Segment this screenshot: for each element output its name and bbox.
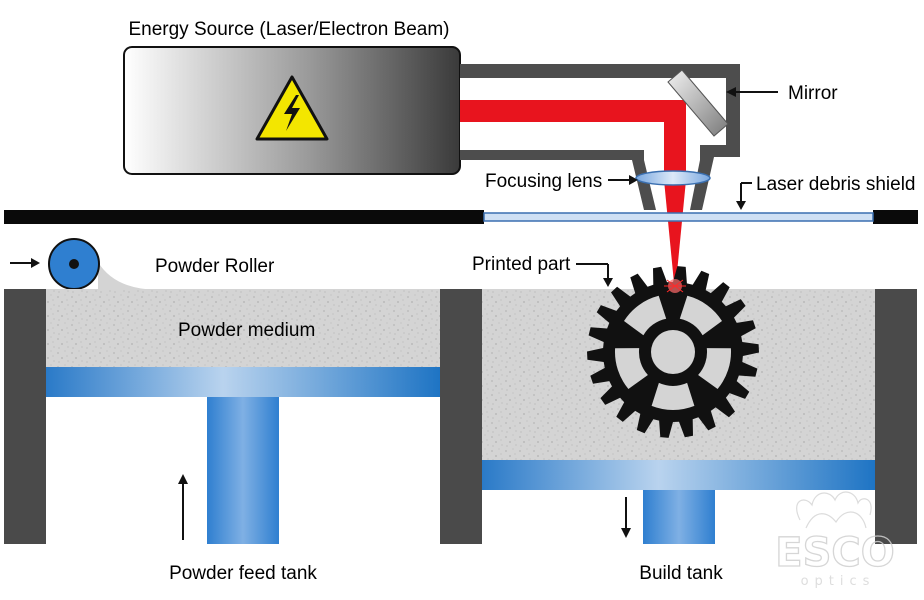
feed-tank-left-wall xyxy=(4,289,46,544)
mirror-leader xyxy=(726,87,778,97)
powder-feed-tank xyxy=(4,289,482,544)
build-piston-rod xyxy=(643,490,715,544)
powder-medium-label: Powder medium xyxy=(178,320,315,341)
top-plate-left xyxy=(4,210,484,224)
energy-source-label: Energy Source (Laser/Electron Beam) xyxy=(128,19,449,40)
laser-beam-vertical xyxy=(664,100,686,175)
focusing-lens-label: Focusing lens xyxy=(485,171,602,192)
mirror-label: Mirror xyxy=(788,83,838,104)
laser-debris-shield-label: Laser debris shield xyxy=(756,174,915,195)
gear-cutout xyxy=(614,348,648,389)
printed-part-label: Printed part xyxy=(472,254,571,275)
esco-optics-watermark: ESCO optics xyxy=(775,491,895,589)
gear-cutout xyxy=(698,348,732,389)
focusing-lens xyxy=(635,170,711,186)
laser-beam-horizontal xyxy=(460,100,686,122)
top-plate-right xyxy=(873,210,918,224)
lens-leader xyxy=(608,175,638,185)
laser-spot xyxy=(664,279,686,293)
gear-hub-hole xyxy=(651,330,695,374)
feed-tank-right-wall xyxy=(440,289,482,544)
gear-cutout xyxy=(624,295,667,336)
laser-debris-shield xyxy=(483,212,874,222)
powder-roller xyxy=(48,238,160,290)
gear-cutout xyxy=(651,382,695,410)
gear-cutout xyxy=(679,295,722,336)
watermark-sub: optics xyxy=(801,574,876,589)
arrow-right-icon xyxy=(10,258,40,268)
watermark-brand: ESCO xyxy=(775,530,895,576)
shield-leader xyxy=(736,182,752,210)
energy-source: Energy Source (Laser/Electron Beam) xyxy=(123,19,461,175)
build-piston-plate xyxy=(482,460,875,490)
build-tank xyxy=(482,289,917,544)
feed-piston-plate xyxy=(46,367,440,397)
high-voltage-warning-icon xyxy=(255,75,329,141)
feed-piston-rod xyxy=(207,397,279,544)
mirror xyxy=(667,69,729,137)
powder-feed-tank-label: Powder feed tank xyxy=(169,563,317,584)
laser-beam-focused xyxy=(664,180,686,283)
printed-part xyxy=(587,266,759,438)
arrow-up-icon xyxy=(178,474,188,540)
beam-duct xyxy=(460,64,740,210)
build-tank-label: Build tank xyxy=(639,563,723,584)
arrow-down-icon xyxy=(621,497,631,538)
build-tank-right-wall xyxy=(875,289,917,544)
powder-roller-label: Powder Roller xyxy=(155,256,275,277)
printed-part-leader xyxy=(576,263,613,287)
